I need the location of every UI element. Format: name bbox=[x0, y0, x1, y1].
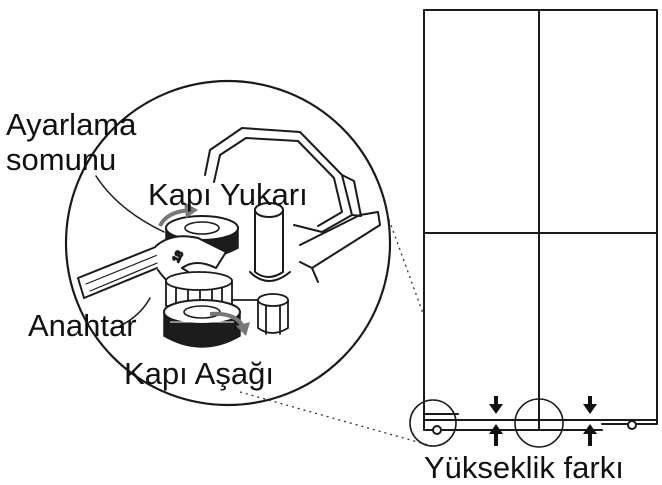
foot-left bbox=[432, 425, 442, 435]
door-down-label: Kapı Aşağı bbox=[124, 356, 274, 391]
detail-circle bbox=[64, 79, 392, 407]
foot-right bbox=[627, 420, 637, 430]
highlight-circle-left bbox=[409, 399, 457, 447]
height-arrows-left bbox=[489, 396, 503, 446]
adjusting-nut-label-line1: Ayarlama bbox=[6, 107, 137, 142]
height-difference-label: Yükseklik farkı bbox=[424, 450, 624, 485]
adjusting-nut-bottom bbox=[163, 299, 241, 348]
height-arrows-right bbox=[583, 396, 597, 446]
base-left bbox=[423, 419, 540, 431]
wrench-leader bbox=[119, 297, 151, 327]
wrench-label: Anahtar bbox=[28, 308, 137, 343]
hinge-pin bbox=[249, 202, 291, 282]
rotation-arrow-down bbox=[209, 311, 250, 336]
hinge-bolt bbox=[231, 293, 289, 335]
adjusting-nut-leader bbox=[95, 175, 165, 233]
rotation-arrow-up bbox=[158, 202, 198, 227]
base-right bbox=[601, 419, 658, 425]
hinge-bracket bbox=[204, 127, 381, 283]
highlight-circle-center bbox=[514, 398, 564, 448]
refrigerator-front bbox=[423, 9, 658, 435]
door-up-label: Kapı Yukarı bbox=[148, 177, 308, 212]
refrigerator-body bbox=[423, 9, 658, 421]
adjusting-nut-label-line2: somunu bbox=[6, 142, 116, 177]
magnified-detail: 18 bbox=[6, 79, 459, 447]
